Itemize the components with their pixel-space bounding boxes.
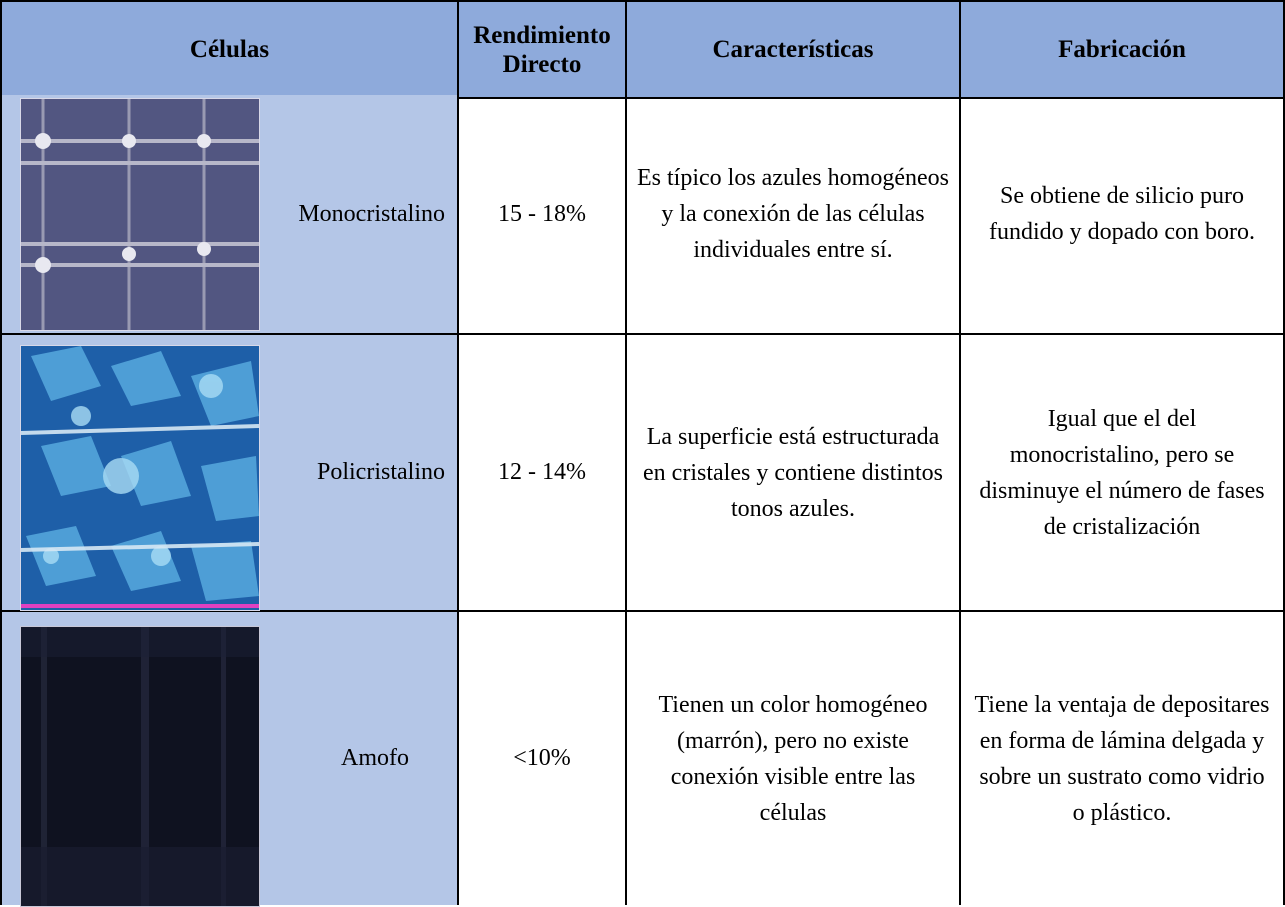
header-caracteristicas: Características	[625, 2, 959, 97]
cell-type-monocristalino: Monocristalino	[0, 95, 457, 333]
monocrystalline-cell-icon	[21, 99, 259, 330]
amorphous-cell-icon	[21, 627, 259, 906]
cell-type-label: Policristalino	[317, 459, 445, 485]
fabricacion-text: Igual que el del monocristalino, pero se…	[979, 405, 1265, 540]
header-fabricacion: Fabricación	[959, 2, 1285, 97]
cell-caracteristicas: Tienen un color homogéneo (marrón), pero…	[625, 612, 959, 905]
table-row: Policristalino 12 - 14% La superficie es…	[0, 335, 1285, 612]
cell-type-policristalino: Policristalino	[0, 335, 457, 611]
cell-type-amofo: Amofo	[0, 612, 457, 907]
polycrystalline-cell-icon	[21, 346, 259, 610]
cell-fabricacion: Se obtiene de silicio puro fundido y dop…	[959, 95, 1285, 333]
fabricacion-text: Tiene la ventaja de depositares en forma…	[974, 691, 1270, 826]
caracteristicas-text: Es típico los azules homogéneos y la con…	[637, 165, 949, 263]
rendimiento-value: 12 - 14%	[498, 459, 586, 485]
cell-fabricacion: Igual que el del monocristalino, pero se…	[959, 335, 1285, 610]
header-celulas-label: Células	[189, 36, 270, 63]
cell-rendimiento: 15 - 18%	[457, 95, 625, 333]
rendimiento-value: 15 - 18%	[498, 200, 586, 227]
cell-caracteristicas: Es típico los azules homogéneos y la con…	[625, 95, 959, 333]
header-celulas: Células	[0, 2, 457, 97]
table-header-row: Células Rendimiento Directo Característi…	[0, 0, 1285, 99]
fabricacion-text: Se obtiene de silicio puro fundido y dop…	[989, 183, 1255, 245]
rendimiento-value: <10%	[513, 745, 571, 771]
cell-fabricacion: Tiene la ventaja de depositares en forma…	[959, 612, 1285, 905]
cell-rendimiento: 12 - 14%	[457, 335, 625, 610]
header-rendimiento-label: Rendimiento Directo	[473, 21, 611, 78]
caracteristicas-text: La superficie está estructurada en crist…	[643, 423, 943, 522]
caracteristicas-text: Tienen un color homogéneo (marrón), pero…	[658, 691, 928, 826]
header-fabricacion-label: Fabricación	[1058, 36, 1186, 63]
cell-rendimiento: <10%	[457, 612, 625, 905]
header-caracteristicas-label: Características	[712, 36, 874, 63]
cell-type-label: Monocristalino	[298, 200, 445, 227]
header-rendimiento: Rendimiento Directo	[457, 2, 625, 97]
cell-caracteristicas: La superficie está estructurada en crist…	[625, 335, 959, 610]
table-row: Monocristalino 15 - 18% Es típico los az…	[0, 95, 1285, 335]
polycrystalline-cell-photo	[20, 345, 260, 611]
amorphous-cell-photo	[20, 626, 260, 907]
table-row: Amofo <10% Tienen un color homogéneo (ma…	[0, 612, 1285, 907]
monocrystalline-cell-photo	[20, 98, 260, 331]
cell-type-label: Amofo	[341, 745, 409, 771]
